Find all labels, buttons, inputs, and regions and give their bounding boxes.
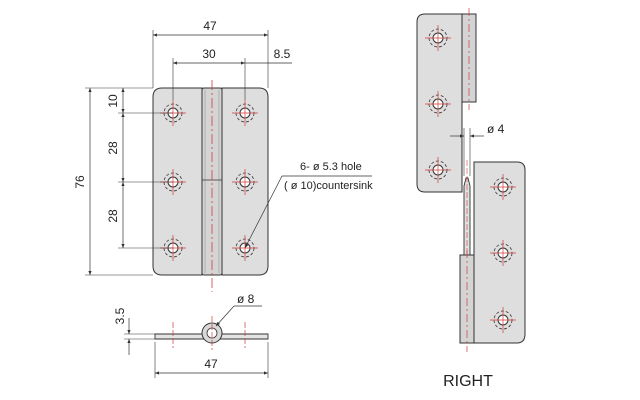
callout-countersink-label: ( ø 10)countersink	[284, 180, 373, 192]
dim-10-label: 10	[106, 94, 120, 108]
dim-knuckle-offset: 8.5	[245, 47, 292, 64]
dim-height-overall: 76	[73, 87, 153, 276]
hole	[425, 25, 451, 51]
hole	[232, 169, 258, 195]
hole	[425, 157, 451, 183]
dim-30-label: 30	[202, 47, 216, 61]
dim-hole-spacing: 30	[172, 47, 246, 100]
callout-hole-label: 6- ø 5.3 hole	[300, 161, 362, 173]
dim-gap-pin-label: ø 4	[487, 122, 505, 136]
dim-bottom-47-label: 47	[204, 357, 218, 371]
hole	[425, 91, 451, 117]
hole-callout: 6- ø 5.3 hole ( ø 10)countersink	[244, 161, 373, 249]
hole	[490, 307, 516, 333]
dim-pin-diameter-label: ø 8	[237, 292, 255, 306]
dim-width-overall: 47	[152, 19, 269, 88]
dim-thickness: 3.5	[113, 307, 155, 355]
dim-3-5-label: 3.5	[113, 307, 127, 324]
view-label: RIGHT	[443, 373, 493, 390]
dim-gap-pin: ø 4	[450, 122, 505, 176]
dim-28-lower-label: 28	[106, 209, 120, 223]
bottom-view: 3.5 ø 8 47	[113, 292, 269, 378]
dim-76-label: 76	[73, 175, 87, 189]
dim-47-label: 47	[203, 19, 217, 33]
dim-8-5-label: 8.5	[274, 47, 291, 61]
hole	[232, 100, 258, 126]
pin	[463, 160, 471, 262]
right-view: ø 4	[416, 8, 526, 390]
dim-bottom-width: 47	[154, 342, 269, 378]
dim-28-upper-label: 28	[106, 141, 120, 155]
right-view-holes	[425, 25, 516, 333]
front-view: 47 30 8.5 76 10	[73, 19, 373, 292]
dim-pin-diameter: ø 8	[215, 292, 262, 327]
dim-hole-pitch: 10 28 28	[106, 88, 173, 249]
hole	[490, 174, 516, 200]
hole	[490, 240, 516, 266]
